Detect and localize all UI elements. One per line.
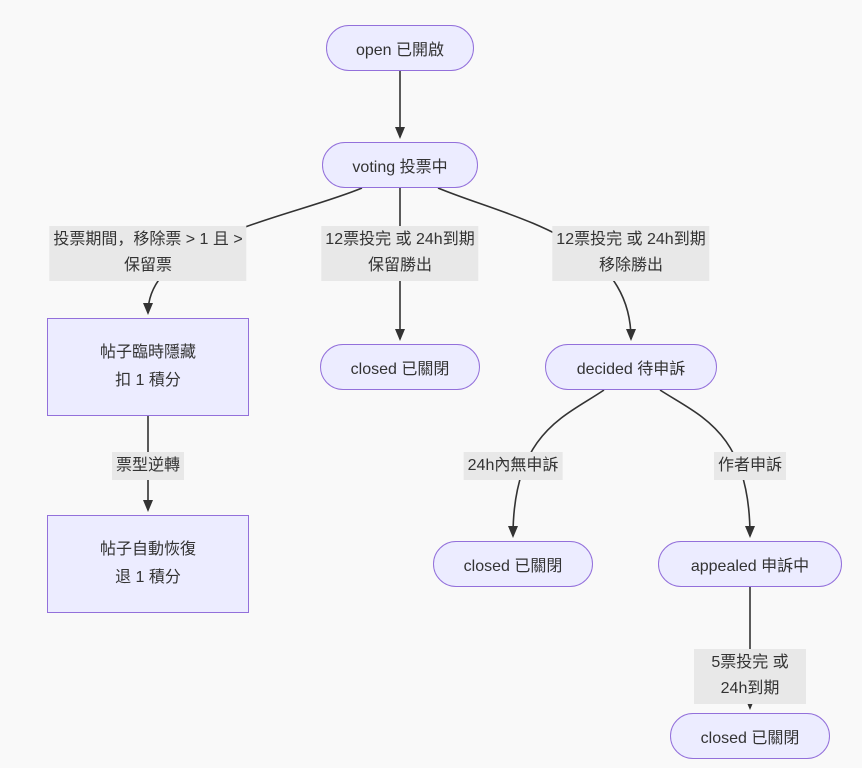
edge-label-voting-to-decided: 12票投完 或 24h到期 移除勝出 [552,226,710,281]
edge-label-hidden-to-restored: 票型逆轉 [111,452,185,481]
node-appealed-label: appealed 申訴中 [690,558,810,575]
edge-label-voting-to-hidden: 投票期間，移除票 > 1 且 > 保留票 [49,226,247,281]
node-closed-keep-label: closed 已關閉 [350,361,450,378]
node-closed-final-label: closed 已關閉 [700,730,800,747]
node-open-label: open 已開啟 [355,42,445,59]
edge-label-appealed-to-closed: 5票投完 或 24h到期 [694,649,806,704]
node-decided: decided 待申訴 [545,344,717,390]
edge-label-decided-to-closed: 24h內無申訴 [463,452,563,481]
node-post-restored: 帖子自動恢復 退 1 積分 [47,515,249,613]
edge-decided-to-closed-no-appeal [508,389,605,538]
edge-label-decided-to-appealed: 作者申訴 [713,452,787,481]
edge-decided-to-appealed [659,389,755,538]
node-decided-label: decided 待申訴 [576,361,686,378]
edge-label-voting-to-closed: 12票投完 或 24h到期 保留勝出 [321,226,479,281]
node-voting-label: voting 投票中 [352,159,448,176]
node-closed-keep: closed 已關閉 [320,344,480,390]
node-open: open 已開啟 [326,25,474,71]
node-voting: voting 投票中 [322,142,478,188]
node-closed-no-appeal-label: closed 已關閉 [463,558,563,575]
node-post-hidden: 帖子臨時隱藏 扣 1 積分 [47,318,249,416]
node-closed-no-appeal: closed 已關閉 [433,541,593,587]
node-closed-final: closed 已關閉 [670,713,830,759]
node-appealed: appealed 申訴中 [658,541,842,587]
